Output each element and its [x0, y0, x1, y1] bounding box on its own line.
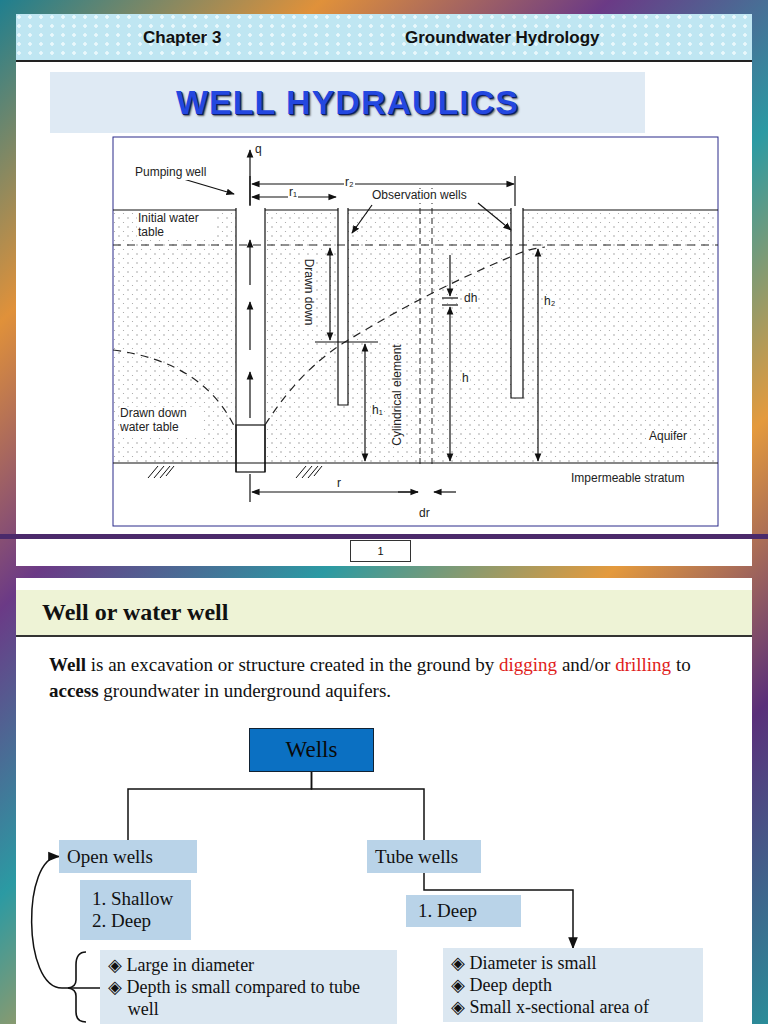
paragraph-text: Well — [49, 654, 86, 675]
diagram-label: r₂ — [344, 176, 355, 190]
diagram-label: Pumping well — [134, 166, 207, 180]
box-text: Tube wells — [375, 846, 458, 868]
box-text: Groundwater Hydrology — [405, 28, 600, 48]
header-band: Chapter 3 Groundwater Hydrology — [16, 14, 752, 62]
box-text: ◈ Small x-sectional area of — [451, 996, 695, 1018]
diagram-label: Observation wells — [371, 189, 468, 203]
box-text: ◈ Depth is small compared to tube well — [108, 976, 389, 1020]
box-text: Wells — [286, 737, 338, 763]
box-text: Well or water well — [42, 599, 228, 626]
box-text: ◈ Diameter is small — [451, 952, 695, 974]
box-text: 1 — [377, 545, 383, 557]
box-text: 1. Shallow — [92, 888, 173, 910]
definition-paragraph: Well is an excavation or structure creat… — [49, 652, 699, 704]
section-heading-band: Well or water well — [16, 590, 752, 637]
page-number-box: 1 — [350, 540, 411, 562]
paragraph-text: access — [49, 680, 99, 701]
box-text: 1. Deep — [418, 900, 477, 922]
feature-box: ◈ Large in diameter◈ Depth is small comp… — [100, 950, 397, 1024]
diagram-label: r₁ — [288, 186, 298, 200]
diagram-label: dr — [418, 507, 431, 521]
type-list-box: 1. Deep — [406, 895, 521, 927]
feature-box: ◈ Diameter is small◈ Deep depth◈ Small x… — [443, 948, 703, 1022]
box-text: Open wells — [67, 846, 153, 868]
category-box: Open wells — [59, 840, 197, 873]
diagram-label: h₂ — [543, 295, 556, 309]
diagram-label: Drawn down water table — [119, 407, 203, 435]
box-text: ◈ Large in diameter — [108, 954, 389, 976]
tree-connector — [128, 772, 312, 840]
tree-connector — [312, 772, 425, 840]
paragraph-text: digging — [499, 654, 557, 675]
diagram-label: Initial water table — [137, 212, 217, 240]
diagram-label: Impermeable stratum — [570, 472, 685, 486]
type-list-box: 1. Shallow2. Deep — [80, 880, 191, 940]
paragraph-text: groundwater in underground aquifers. — [103, 680, 391, 701]
diagram-label: h₁ — [371, 404, 384, 418]
diagram-label: dh — [463, 292, 478, 306]
title-band: WELL HYDRAULICS — [50, 72, 645, 133]
slide-title: WELL HYDRAULICS — [176, 83, 519, 122]
box-text: Chapter 3 — [143, 28, 221, 48]
slide-divider — [0, 534, 768, 539]
box-text: 2. Deep — [92, 910, 151, 932]
paragraph-text: to — [676, 654, 691, 675]
paragraph-text: and/or — [562, 654, 611, 675]
category-box: Tube wells — [367, 840, 481, 873]
box-text: ◈ Deep depth — [451, 974, 695, 996]
diagram-label: h — [461, 372, 470, 386]
diagram-label: Cylindrical element — [391, 343, 405, 446]
paragraph-text: drilling — [615, 654, 671, 675]
diagram-label: q — [254, 143, 263, 157]
paragraph-text: is an excavation or structure created in… — [91, 654, 495, 675]
diagram-label: r — [336, 477, 342, 491]
diagram-label: Aquifer — [648, 430, 688, 444]
diagram-label: Drawn down — [301, 258, 315, 327]
root-box: Wells — [249, 728, 374, 772]
